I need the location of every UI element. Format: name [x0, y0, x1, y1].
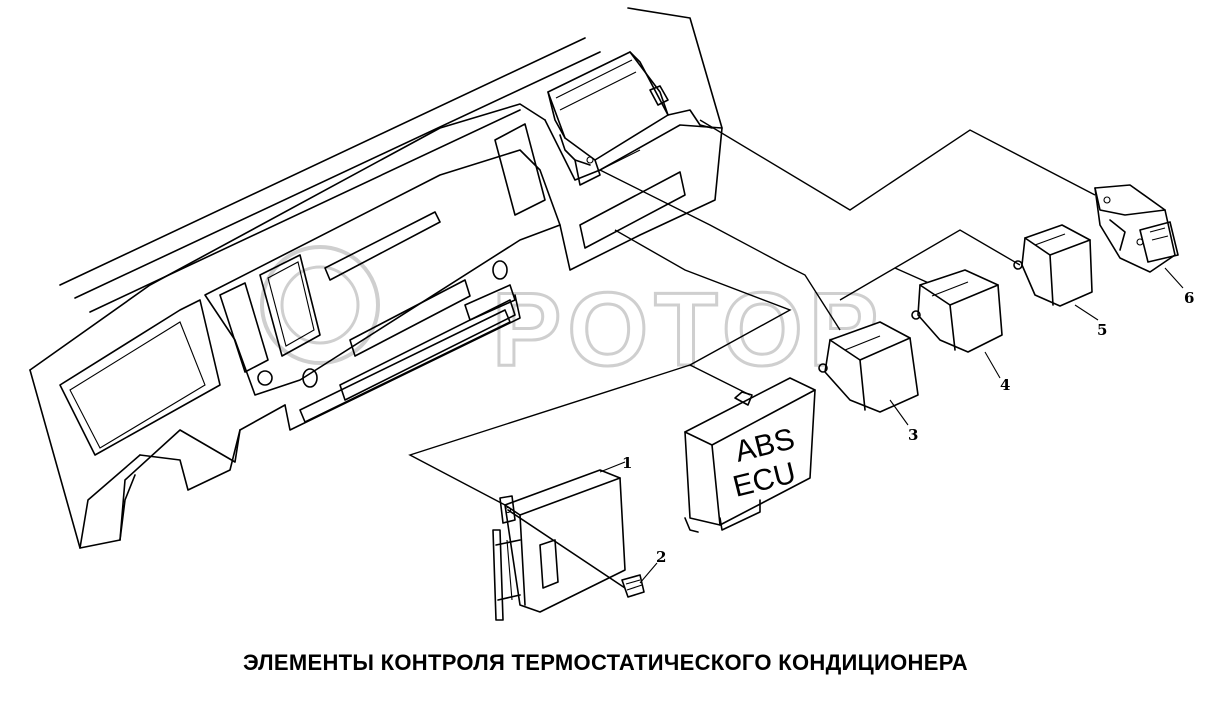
diagram-caption: ЭЛЕМЕНТЫ КОНТРОЛЯ ТЕРМОСТАТИЧЕСКОГО КОНД… — [243, 650, 968, 675]
component-6-connector — [1094, 184, 1179, 273]
callout-3: 3 — [908, 426, 918, 444]
component-3-relay — [818, 321, 919, 413]
dashboard-panel — [29, 7, 723, 549]
component-5-relay — [1013, 224, 1093, 307]
wiring — [408, 119, 1096, 506]
callout-4: 4 — [1000, 376, 1010, 394]
component-1-control-module — [492, 469, 626, 621]
component-4-relay — [911, 269, 1003, 353]
callout-6: 6 — [1184, 289, 1194, 307]
callout-1: 1 — [622, 454, 632, 472]
abs-ecu-box: ABS ECU — [684, 377, 816, 533]
callout-leaders — [599, 267, 1184, 584]
component-2-screw — [507, 509, 645, 598]
dash-control-unit — [547, 51, 713, 186]
callout-2: 2 — [656, 548, 666, 566]
callout-5: 5 — [1097, 321, 1107, 339]
